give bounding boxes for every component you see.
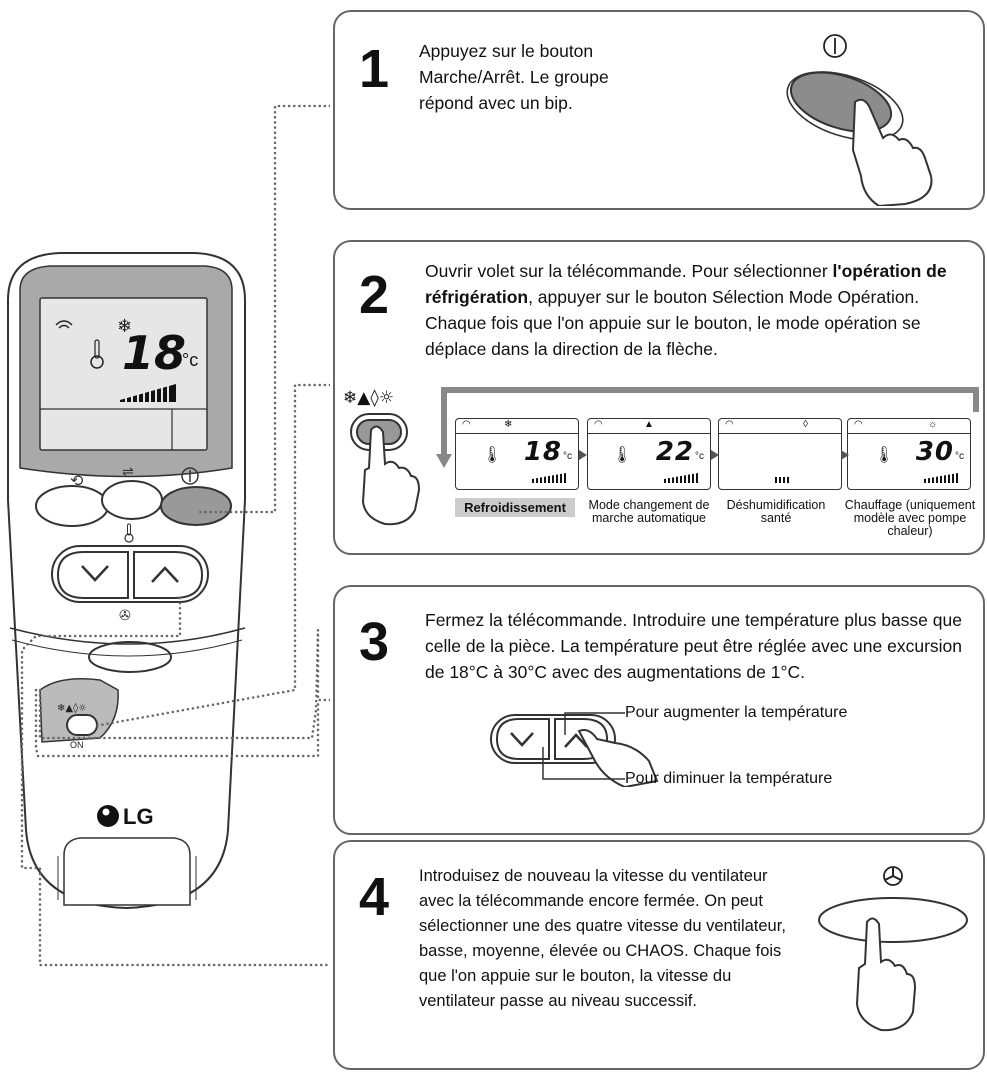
mode-display-heating-temp: 30 (915, 437, 954, 467)
step-3-text: Fermez la télécommande. Introduire une t… (425, 610, 962, 682)
temp-down-label: Pour diminuer la température (625, 770, 833, 787)
mode-display-heating: ◠☼ 🌡 30 °c (847, 418, 971, 490)
step-2-text-post: , appuyer sur le bouton Sélection Mode O… (425, 287, 921, 359)
mode-display-auto: ◠▲ 🌡 22 °c (587, 418, 711, 490)
mode-cycle-arrow (436, 387, 979, 468)
temp-up-label: Pour augmenter la température (625, 704, 848, 721)
mode-display-auto-temp: 22 (655, 437, 694, 467)
step-4-text: Introduisez de nouveau la vitesse du ven… (419, 867, 786, 1010)
step-3-panel: 3 Fermez la télécommande. Introduire une… (333, 585, 985, 835)
power-button-illustration (786, 34, 933, 206)
remote-display-unit: °c (182, 350, 199, 370)
mode-display-cooling: ◠❄ 🌡 18 °c (455, 418, 579, 490)
mode-button-illustration (350, 413, 421, 526)
step-4-panel: 4 Introduisez de nouveau la vitesse du v… (333, 840, 985, 1070)
step-1-number: 1 (359, 39, 390, 99)
step-4-number: 4 (359, 867, 390, 927)
mode-label-cooling: Refroidissement (455, 498, 575, 517)
mode-display-auto-unit: °c (695, 451, 704, 462)
mode-label-auto: Mode changement de marche automatique (588, 498, 710, 525)
svg-text:✇: ✇ (119, 608, 131, 624)
step-2-panel: 2 Ouvrir volet sur la télécommande. Pour… (333, 240, 985, 555)
step-2-text: Ouvrir volet sur la télécommande. Pour s… (425, 258, 970, 362)
remote-control: ❄ ⟲ ⇌ ✇ ❄▲◊☼ ON LG (7, 104, 330, 967)
svg-text:⟲: ⟲ (70, 471, 84, 490)
step-2-number: 2 (359, 265, 390, 325)
mode-icons: ❄▲◊☼ (343, 388, 394, 408)
svg-text:❄: ❄ (117, 316, 132, 337)
mode-label-heating: Chauffage (uniquement modèle avec pompe … (844, 498, 976, 538)
mode-label-dry: Déshumidification santé (726, 498, 826, 525)
step-3-number: 3 (359, 612, 390, 672)
mode-display-dry: ◠◊ (718, 418, 842, 490)
fan-button-illustration (818, 866, 968, 1032)
remote-display-temp: 18 (122, 326, 187, 380)
mode-display-cooling-unit: °c (563, 451, 572, 462)
step-2-text-bold: l'opération de réfrigération (425, 261, 947, 307)
step-2-text-pre: Ouvrir volet sur la télécommande. Pour s… (425, 261, 833, 281)
temperature-buttons-illustration (490, 712, 659, 787)
step-1-panel: 1 Appuyez sur le bouton Marche/Arrêt. Le… (333, 10, 985, 210)
remote-on-label: ON (70, 740, 84, 750)
mode-display-heating-unit: °c (955, 451, 964, 462)
svg-text:⇌: ⇌ (122, 464, 134, 480)
remote-brand-logo: LG (123, 804, 154, 829)
remote-mode-icons: ❄▲◊☼ (57, 702, 87, 714)
step-1-text: Appuyez sur le bouton Marche/Arrêt. Le g… (419, 41, 609, 113)
mode-display-cooling-temp: 18 (523, 437, 562, 467)
